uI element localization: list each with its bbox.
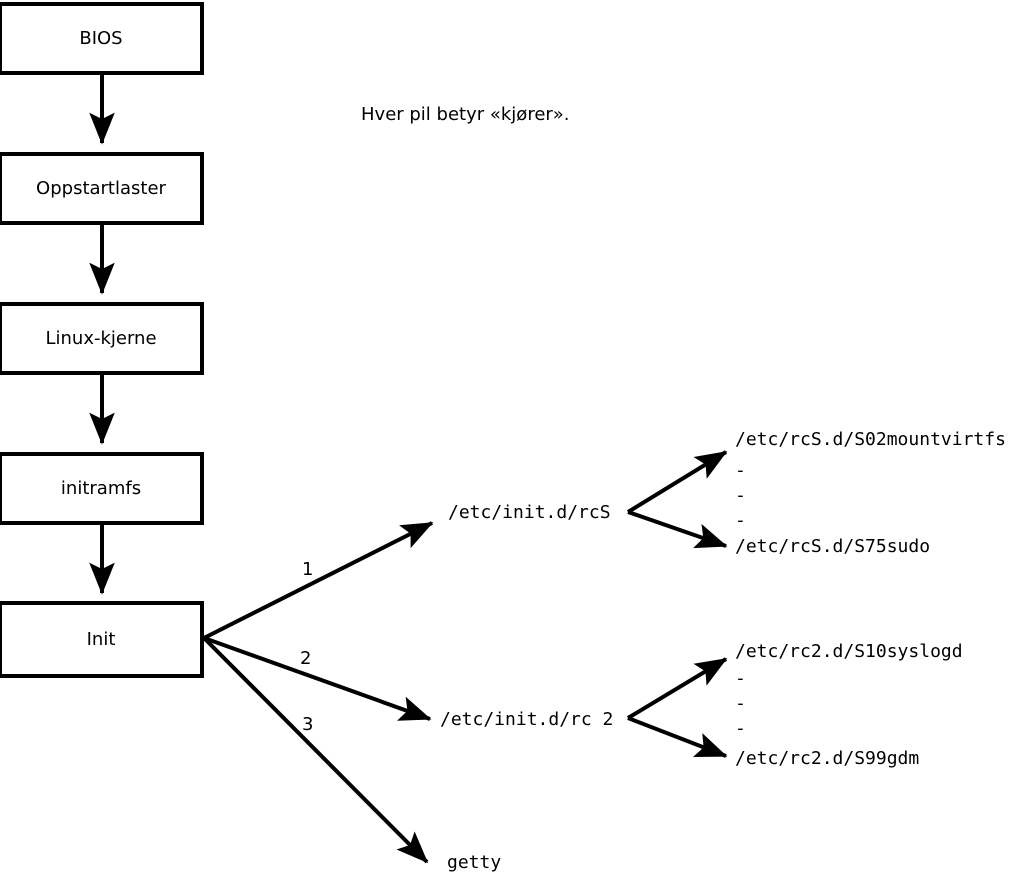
stage-box-initramfs[interactable]: initramfs (0, 452, 204, 525)
stage-box-linux-kernel[interactable]: Linux-kjerne (0, 302, 204, 375)
branch-target-rcs[interactable]: /etc/init.d/rcS (448, 502, 611, 523)
arrow-init-to-rc2 (203, 636, 432, 721)
stage-label-bootloader: Oppstartlaster (36, 177, 166, 199)
rc2-ellipsis-dash-3: - (735, 718, 746, 739)
rc2-ellipsis-dash-2: - (735, 693, 746, 714)
stage-label-init: Init (86, 628, 116, 650)
rcs-script-last[interactable]: /etc/rcS.d/S75sudo (735, 536, 931, 557)
rcs-script-first[interactable]: /etc/rcS.d/S02mountvirtfs (735, 429, 1006, 450)
rcs-ellipsis-dash-3: - (735, 510, 746, 531)
stage-label-bios: BIOS (79, 27, 123, 49)
stage-box-bios[interactable]: BIOS (0, 2, 204, 75)
rcs-ellipsis-dash-2: - (735, 485, 746, 506)
stage-label-initramfs: initramfs (60, 477, 142, 499)
arrow-rcs-to-first-script (626, 450, 728, 514)
branch-target-getty[interactable]: getty (447, 852, 502, 873)
arrow-rcs-to-last-script (627, 510, 728, 549)
branch-target-rc2[interactable]: /etc/init.d/rc 2 (440, 709, 614, 730)
arrow-init-to-rcs (203, 521, 434, 640)
rc2-ellipsis-dash-1: - (735, 668, 746, 689)
arrow-rc2-to-last-script (627, 716, 728, 758)
branch-number-2: 2 (300, 648, 312, 669)
arrow-init-to-getty (202, 636, 429, 864)
stage-label-linux-kernel: Linux-kjerne (45, 327, 157, 349)
stage-box-bootloader[interactable]: Oppstartlaster (0, 152, 204, 225)
rcs-ellipsis-dash-1: - (735, 460, 746, 481)
branch-number-1: 1 (302, 559, 314, 580)
rc2-script-last[interactable]: /etc/rc2.d/S99gdm (735, 748, 920, 769)
branch-number-3: 3 (302, 714, 314, 735)
diagram-note: Hver pil betyr «kjører». (361, 104, 570, 125)
rc2-script-first[interactable]: /etc/rc2.d/S10syslogd (735, 641, 963, 662)
stage-box-init[interactable]: Init (0, 601, 204, 678)
arrow-rc2-to-first-script (626, 657, 728, 720)
